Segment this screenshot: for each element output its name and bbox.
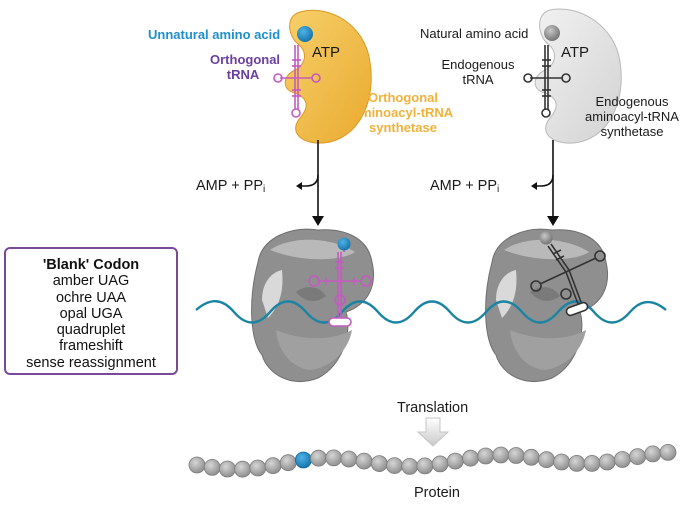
- right-branch-arrow-head: [531, 182, 537, 190]
- amino-acid-bead: [264, 457, 282, 475]
- amino-acid-bead: [522, 448, 540, 466]
- amino-acid-bead: [507, 447, 525, 464]
- codon-item: opal UGA: [59, 305, 123, 322]
- left-reaction-arrow: [300, 140, 319, 218]
- protein-chain: [188, 443, 677, 478]
- amino-acid-bead: [340, 450, 358, 468]
- orthogonal-trna-label-line1: Orthogonal: [210, 52, 281, 67]
- blank-codon-title: 'Blank' Codon: [42, 257, 140, 273]
- codon-item: sense reassignment: [26, 354, 156, 371]
- translation-label: Translation: [397, 400, 469, 416]
- endogenous-synthetase-label-line3: synthetase: [600, 124, 664, 139]
- left-branch-arrow-head: [296, 182, 302, 190]
- amino-acid-bead: [629, 448, 646, 466]
- orthogonal-synthetase-label-line3: synthetase: [369, 120, 437, 135]
- orthogonal-trna-label-line2: tRNA: [226, 67, 260, 82]
- amino-acid-bead: [279, 454, 297, 472]
- endogenous-synthetase-label-line1: Endogenous: [595, 94, 669, 109]
- amino-acid-bead: [477, 447, 495, 465]
- amino-acid-bead: [325, 449, 343, 467]
- atp-left-label: ATP: [312, 44, 341, 61]
- amino-acid-bead: [431, 455, 449, 473]
- mrna-strand: [195, 300, 667, 324]
- amp-pp-right-label: AMP + PPi: [430, 178, 499, 195]
- blank-codon-box: 'Blank' Codon amber UAG ochre UAA opal U…: [4, 247, 178, 375]
- left-ribosome: [251, 228, 374, 382]
- amp-pp-left-subscript: i: [263, 184, 266, 195]
- codon-item: quadruplet: [56, 322, 126, 339]
- endogenous-trna-label: Endogenous tRNA: [438, 57, 518, 87]
- orthogonal-synthetase: [284, 9, 372, 144]
- endogenous-synthetase-label-line2: aminoacyl-tRNA: [585, 109, 679, 124]
- endogenous-synthetase: [534, 8, 622, 144]
- unnatural-amino-acid-ball: [297, 26, 313, 42]
- orthogonal-synthetase-label: Orthogonal aminoacyl-tRNA synthetase: [351, 90, 455, 135]
- translation-arrow: [416, 417, 450, 447]
- natural-amino-acid-ball: [544, 25, 560, 41]
- amino-acid-bead: [386, 457, 403, 475]
- atp-right-label: ATP: [561, 44, 590, 61]
- protein-label: Protein: [414, 485, 460, 501]
- unnatural-amino-acid-on-trna: [337, 237, 351, 251]
- orthogonal-synthetase-label-line1: Orthogonal: [367, 90, 439, 105]
- amino-acid-bead: [598, 453, 616, 471]
- amino-acid-bead: [310, 449, 327, 467]
- amp-pp-left-label: AMP + PPi: [196, 178, 265, 195]
- orthogonal-trna-on-ribosome: [308, 252, 372, 318]
- orthogonal-trna-in-synthetase: [273, 45, 321, 118]
- right-arrow-head: [547, 216, 559, 226]
- amino-acid-bead: [492, 446, 510, 464]
- amino-acid-bead: [370, 455, 388, 473]
- right-ribosome: [485, 228, 608, 382]
- amp-pp-left-text: AMP + PP: [196, 178, 264, 194]
- codon-item: frameshift: [59, 338, 123, 355]
- codon-item: amber UAG: [52, 273, 130, 290]
- amino-acid-bead: [188, 456, 206, 474]
- amino-acid-bead: [614, 451, 631, 468]
- amino-acid-bead: [568, 454, 586, 472]
- amino-acid-bead: [249, 459, 267, 477]
- amino-acid-bead: [446, 452, 464, 470]
- endogenous-trna-on-ribosome: [530, 243, 606, 305]
- endogenous-trna-label-line1: Endogenous: [441, 57, 515, 72]
- endogenous-synthetase-label: Endogenous aminoacyl-tRNA synthetase: [582, 94, 682, 139]
- right-reaction-arrow: [535, 140, 554, 218]
- endogenous-anticodon: [565, 301, 589, 317]
- unnatural-amino-acid-label: Unnatural amino acid: [148, 27, 281, 42]
- amino-acid-bead: [203, 458, 221, 476]
- natural-amino-acid-on-trna: [539, 231, 553, 245]
- orthogonal-trna-label: Orthogonal tRNA: [210, 52, 281, 82]
- amp-pp-right-text: AMP + PP: [430, 178, 498, 194]
- amino-acid-bead: [462, 449, 479, 467]
- amino-acid-bead: [553, 453, 570, 471]
- endogenous-trna-in-synthetase: [523, 45, 571, 118]
- amino-acid-bead: [416, 457, 434, 475]
- orthogonal-anticodon: [328, 317, 352, 327]
- codon-item: ochre UAA: [55, 289, 127, 306]
- amino-acid-bead: [218, 460, 236, 478]
- orthogonal-synthetase-label-line2: aminoacyl-tRNA: [352, 105, 454, 120]
- amino-acid-bead: [644, 445, 662, 463]
- endogenous-trna-label-line2: tRNA: [462, 72, 494, 87]
- amino-acid-bead: [659, 443, 677, 461]
- amino-acid-bead: [538, 451, 555, 469]
- left-arrow-head: [312, 216, 324, 226]
- natural-amino-acid-label: Natural amino acid: [420, 26, 529, 41]
- amp-pp-right-subscript: i: [497, 184, 500, 195]
- amino-acid-bead: [234, 460, 252, 478]
- amino-acid-bead: [583, 454, 601, 472]
- amino-acid-bead: [355, 452, 373, 470]
- amino-acid-bead: [401, 457, 419, 475]
- unnatural-amino-acid-bead: [294, 451, 312, 469]
